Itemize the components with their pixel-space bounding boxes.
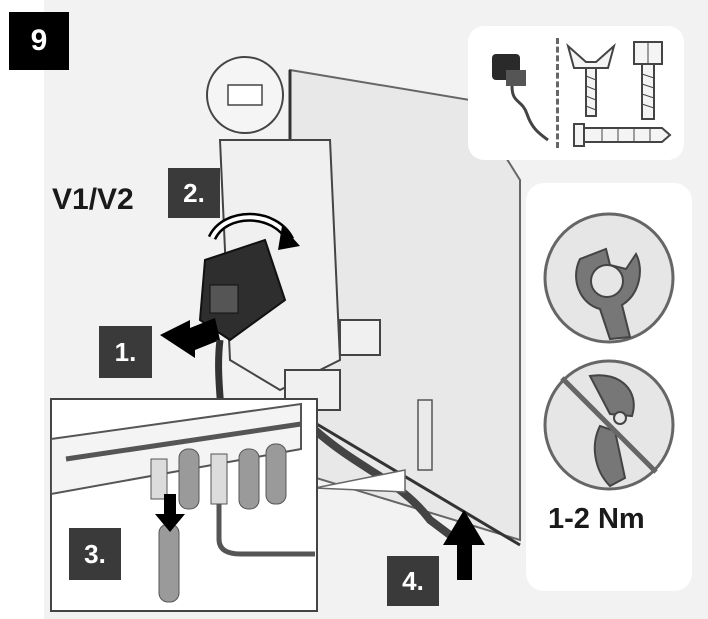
parts-box [468,26,684,160]
hex-screw-icon [628,38,668,128]
step-4-label: 4. [402,566,424,597]
step-2-badge: 2. [168,168,220,218]
step-3-badge: 3. [69,528,121,580]
step-2-label: 2. [183,178,205,209]
tool-panel: 1-2 Nm [526,183,692,591]
torque-value: 1-2 Nm [548,503,645,536]
step-1-badge: 1. [99,326,152,378]
parts-divider [556,38,559,148]
wall-plug-icon [572,120,672,150]
wrench-allowed-icon [540,209,678,347]
wing-screw-icon [566,40,616,120]
step-3-label: 3. [84,539,106,570]
pliers-prohibited-icon [540,356,678,494]
connector-with-cable-icon [482,44,552,144]
step-1-label: 1. [115,337,137,368]
device-label: V1/V2 [52,183,134,217]
step-4-badge: 4. [387,556,439,606]
